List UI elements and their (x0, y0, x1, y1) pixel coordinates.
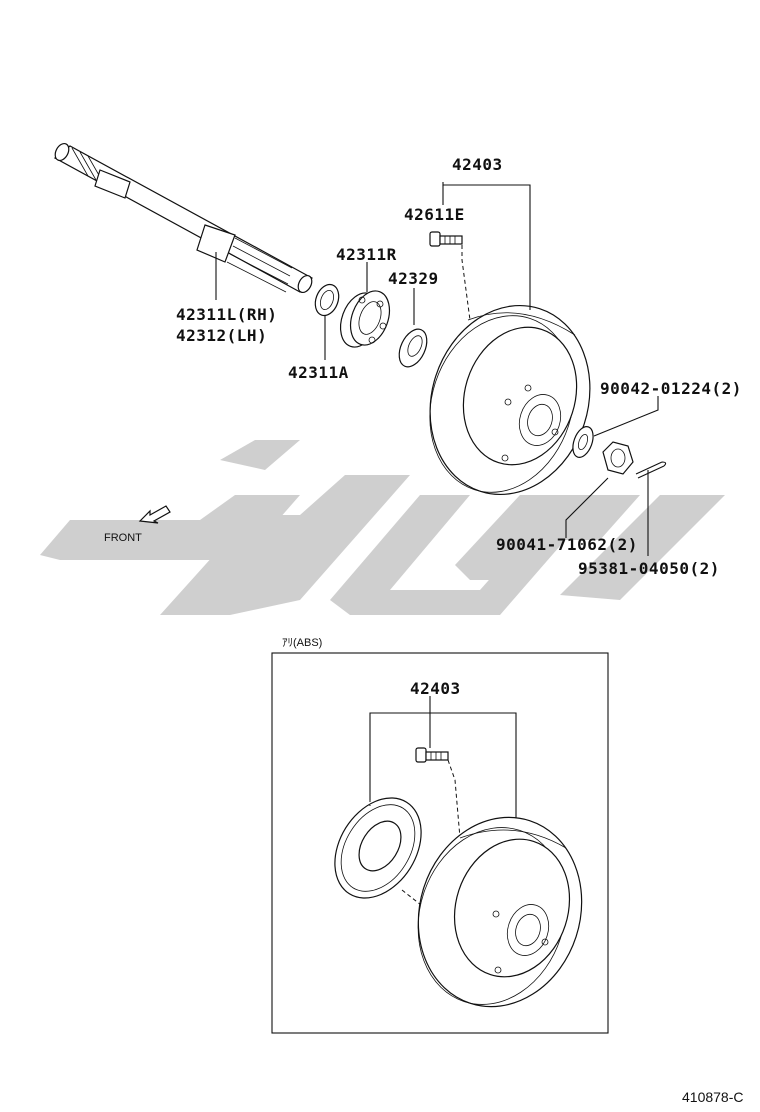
axle-shaft (53, 142, 313, 294)
abs-sensor-rotor (334, 797, 441, 921)
callout-bearing: 42311R (336, 245, 397, 264)
callout-cotter-pin: 95381-04050(2) (578, 559, 720, 578)
oil-seal (398, 328, 428, 368)
hub-bolt (429, 231, 471, 321)
callout-inner-seal: 42311A (288, 363, 349, 382)
abs-box-label: ｱﾘ(ABS) (282, 637, 322, 649)
figure-code: 410878-C (682, 1089, 744, 1105)
bearing (339, 290, 391, 348)
front-arrow-icon (138, 505, 171, 524)
callout-hub-drum: 42403 (452, 155, 503, 174)
castle-nut (602, 441, 634, 475)
callout-hub-bolt: 42611E (404, 205, 465, 224)
front-label: FRONT (104, 532, 142, 544)
abs-brake-drum (417, 816, 583, 1008)
callout-washer: 90042-01224(2) (600, 379, 742, 398)
callout-abs-hub-drum: 42403 (410, 679, 461, 698)
washer (572, 426, 594, 458)
callout-axle-rh: 42311L(RH) (176, 305, 277, 324)
watermark-logo (40, 440, 725, 615)
abs-hub-bolt (415, 747, 461, 839)
inner-seal (314, 283, 340, 317)
cotter-pin (635, 461, 667, 479)
callout-nut: 90041-71062(2) (496, 535, 638, 554)
callout-oil-seal: 42329 (388, 269, 439, 288)
abs-variant-box: ｱﾘ(ABS) (271, 637, 609, 1034)
leader-lines (215, 182, 659, 556)
callout-axle-lh: 42312(LH) (176, 326, 267, 345)
brake-drum (429, 304, 591, 496)
front-indicator: FRONT (104, 505, 171, 544)
